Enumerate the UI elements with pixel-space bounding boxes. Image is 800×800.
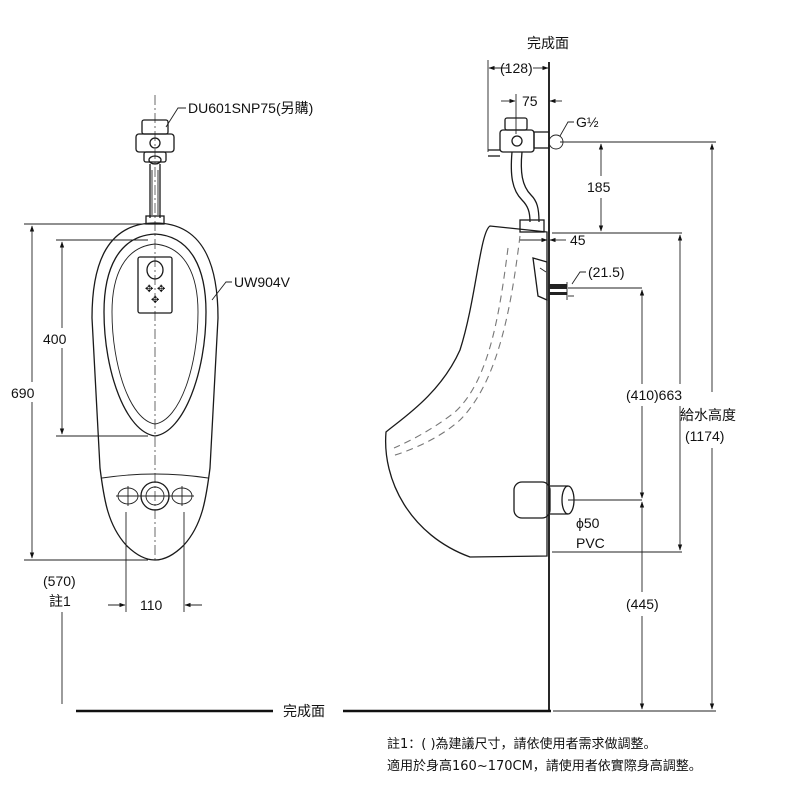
- side-flush-valve: [488, 117, 564, 233]
- dim-label-21-5: (21.5): [588, 264, 625, 280]
- valve-leader: [165, 107, 186, 128]
- front-urinal-bowl: [103, 233, 207, 437]
- front-spreader: ✥ ✥ ✥: [137, 256, 173, 314]
- label-note-ref: 註1: [49, 593, 71, 609]
- front-drain: [116, 481, 194, 511]
- dim-label-45: 45: [570, 232, 586, 248]
- side-urinal-outline: [384, 225, 548, 558]
- label-drain-material: PVC: [576, 535, 605, 551]
- label-drain-size: ϕ50: [576, 515, 600, 531]
- label-supply-height: 給水高度: [680, 407, 736, 423]
- label-finished-face-floor: 完成面: [283, 703, 325, 719]
- side-drain: [513, 481, 642, 519]
- label-supply-height-value: (1174): [685, 428, 724, 444]
- svg-text:✥: ✥: [151, 295, 159, 306]
- front-flush-valve: [135, 119, 175, 225]
- dim-label-128: (128): [500, 60, 533, 76]
- dim-label-410-663: (410)663: [626, 387, 682, 403]
- svg-text:✥: ✥: [145, 284, 153, 295]
- front-view: ✥ ✥ ✥: [24, 95, 232, 704]
- note-line-2: 適用於身高160~170CM，請使用者依實際身高調整。: [387, 758, 702, 774]
- dim-75: [501, 94, 562, 134]
- dim-label-400: 400: [43, 331, 67, 347]
- dim-label-185: 185: [587, 179, 611, 195]
- dim-400: [56, 239, 148, 437]
- dim-690: [24, 223, 148, 561]
- label-finished-face-top: 完成面: [527, 35, 569, 51]
- dim-663: [552, 234, 683, 553]
- label-urinal-model: UW904V: [234, 274, 291, 290]
- text-labels: 完成面 完成面 DU601SNP75(另購) UW904V G½ (128) 7…: [11, 35, 736, 774]
- svg-text:✥: ✥: [157, 284, 165, 295]
- thread-leader: [559, 121, 574, 137]
- dim-21-5: [568, 271, 642, 297]
- dim-128: [487, 60, 549, 152]
- urinal-leader: [211, 281, 232, 301]
- dim-label-445: (445): [626, 596, 659, 612]
- dim-110: [108, 512, 202, 612]
- note-line-1: 註1：( )為建議尺寸，請依使用者需求做調整。: [387, 736, 657, 752]
- front-urinal-outline: [91, 222, 219, 561]
- label-valve-model: DU601SNP75(另購): [188, 100, 313, 116]
- dim-1174: [553, 143, 716, 712]
- side-view: [76, 60, 716, 713]
- side-spreader: [532, 257, 548, 302]
- dim-label-110: 110: [140, 597, 163, 613]
- side-urinal-inner-dash: [391, 235, 521, 457]
- dim-label-570: (570): [43, 573, 76, 589]
- dim-185: [552, 141, 716, 234]
- dim-label-690: 690: [11, 385, 35, 401]
- side-anchor-bolt: [549, 282, 568, 300]
- label-thread-spec: G½: [576, 114, 599, 130]
- dim-label-75: 75: [522, 93, 538, 109]
